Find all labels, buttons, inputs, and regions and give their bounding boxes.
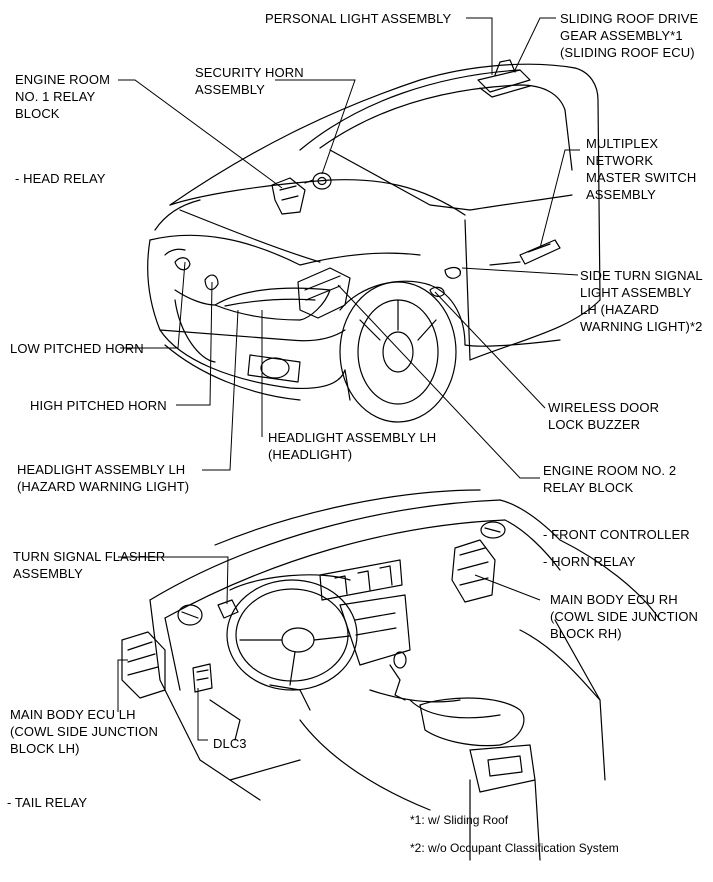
engine-room-no2-label: ENGINE ROOM NO. 2 RELAY BLOCK [543, 463, 677, 495]
engine-room-no2-relay-block-shape [297, 267, 351, 319]
turn-signal-flasher-label: TURN SIGNAL FLASHER ASSEMBLY [13, 549, 166, 581]
sliding-roof-ecu-shape [477, 59, 531, 98]
vehicle-exterior-outline [147, 63, 601, 423]
main-body-ecu-rh-shape [451, 539, 496, 603]
dlc3-label: DLC3 [213, 736, 247, 751]
tail-relay-label: - TAIL RELAY [7, 795, 88, 810]
leader-lines [117, 17, 580, 741]
side-turn-signal-label: SIDE TURN SIGNAL LIGHT ASSEMBLY LH (HAZA… [580, 268, 703, 334]
horns-shape [174, 257, 219, 291]
main-body-ecu-rh-label: MAIN BODY ECU RH (COWL SIDE JUNCTION BLO… [550, 592, 699, 641]
security-horn-shape [304, 172, 332, 190]
low-pitched-horn-label: LOW PITCHED HORN [10, 341, 144, 356]
headlight-hazard-label: HEADLIGHT ASSEMBLY LH (HAZARD WARNING LI… [17, 462, 190, 494]
main-body-ecu-lh-shape [121, 631, 166, 699]
front-controller-label: - FRONT CONTROLLER [543, 527, 690, 542]
main-body-ecu-lh-label: MAIN BODY ECU LH (COWL SIDE JUNCTION BLO… [10, 707, 159, 756]
sliding-roof-label: SLIDING ROOF DRIVE GEAR ASSEMBLY*1 (SLID… [560, 11, 699, 60]
engine-room-no1-label: ENGINE ROOM NO. 1 RELAY BLOCK [15, 72, 110, 121]
high-pitched-horn-label: HIGH PITCHED HORN [30, 398, 167, 413]
vehicle-interior-outline [149, 489, 661, 861]
headlight-assembly-label: HEADLIGHT ASSEMBLY LH (HEADLIGHT) [268, 430, 437, 462]
footnote-occupant-classification: *2: w/o Occupant Classification System [410, 841, 619, 855]
wireless-door-lock-buzzer-label: WIRELESS DOOR LOCK BUZZER [548, 400, 660, 432]
footnote-sliding-roof: *1: w/ Sliding Roof [410, 813, 509, 827]
horn-relay-label: - HORN RELAY [543, 554, 636, 569]
multiplex-switch-shape [519, 239, 561, 265]
personal-light-label: PERSONAL LIGHT ASSEMBLY [265, 11, 452, 26]
multiplex-switch-label: MULTIPLEX NETWORK MASTER SWITCH ASSEMBLY [586, 136, 697, 202]
dlc3-shape [192, 663, 213, 693]
security-horn-label: SECURITY HORN ASSEMBLY [195, 65, 304, 97]
head-relay-label: - HEAD RELAY [15, 171, 106, 186]
engine-room-no1-relay-block-shape [271, 177, 306, 215]
